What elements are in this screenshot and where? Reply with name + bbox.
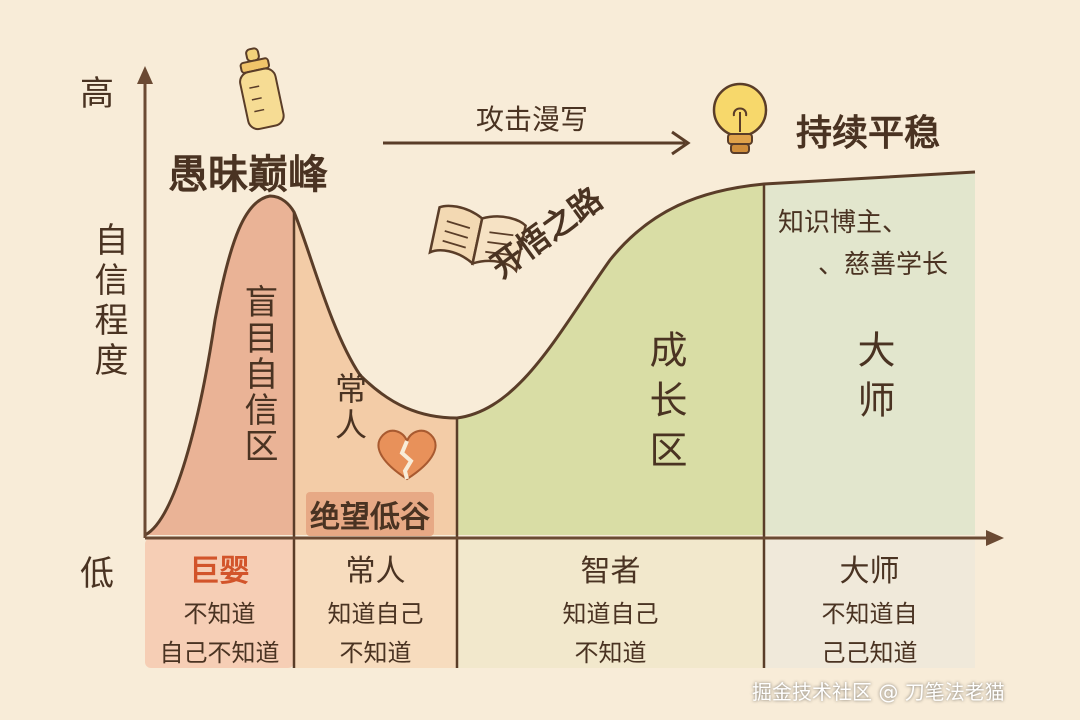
column-bg-master: [764, 538, 975, 668]
y-axis-high-label: 高: [80, 74, 114, 114]
blind-zone-label: 盲目自信区: [238, 284, 278, 464]
y-axis-title: 自信程度: [88, 222, 128, 382]
column-wise: 智者 知道自己 不知道: [457, 546, 764, 668]
column-title: 智者: [580, 554, 641, 589]
column-title: 常人: [345, 554, 406, 589]
peak-label: 愚昧巅峰: [168, 152, 328, 198]
axes: [143, 78, 998, 540]
column-line2: 不知道: [574, 639, 647, 667]
column-title: 大师: [839, 554, 900, 589]
attack-arrow-head: [671, 130, 691, 156]
valley-label: 绝望低谷: [306, 492, 434, 536]
column-line2: 自己不知道: [159, 639, 280, 667]
baby-bottle-icon: [239, 47, 285, 131]
column-line1: 不知道自: [821, 600, 918, 628]
master-note-line1: 知识博主、: [778, 208, 909, 238]
confidence-curve: [144, 170, 976, 537]
column-line1: 不知道: [183, 600, 256, 628]
arrow-label: 攻击漫写: [476, 103, 589, 136]
growth-zone-area: [457, 184, 764, 535]
column-master: 大师 不知道自 己己知道: [764, 546, 975, 668]
open-book-icon: [428, 204, 527, 274]
zone-separators: [292, 184, 766, 668]
column-bg-common: [294, 538, 457, 668]
blind-zone-area: [145, 196, 294, 535]
growth-zone-label: 成长区: [643, 330, 687, 480]
column-baby: 巨婴 不知道 自己不知道: [145, 546, 294, 668]
master-note-line2: 、慈善学长: [818, 250, 949, 280]
column-bg-baby: [145, 538, 294, 668]
y-axis-arrow: [137, 66, 153, 84]
lightbulb-icon: [712, 82, 768, 154]
y-axis-low-label: 低: [80, 554, 114, 594]
column-bg-wise: [457, 538, 764, 668]
common-zone-area: [294, 212, 457, 535]
master-zone-label: 大师: [851, 330, 895, 430]
column-line1: 知道自己: [327, 600, 424, 628]
x-axis-arrow: [986, 530, 1004, 546]
common-zone-label: 常人: [330, 372, 368, 444]
master-zone-area: [764, 172, 975, 535]
broken-heart-icon: [377, 429, 437, 481]
column-title: 巨婴: [189, 554, 250, 589]
column-common: 常人 知道自己 不知道: [294, 546, 457, 668]
column-line2: 己己知道: [821, 639, 918, 667]
plateau-label: 持续平稳: [796, 113, 941, 154]
column-line2: 不知道: [339, 639, 412, 667]
watermark: 掘金技术社区 @ 刀笔法老猫: [752, 680, 1005, 704]
column-line1: 知道自己: [562, 600, 659, 628]
